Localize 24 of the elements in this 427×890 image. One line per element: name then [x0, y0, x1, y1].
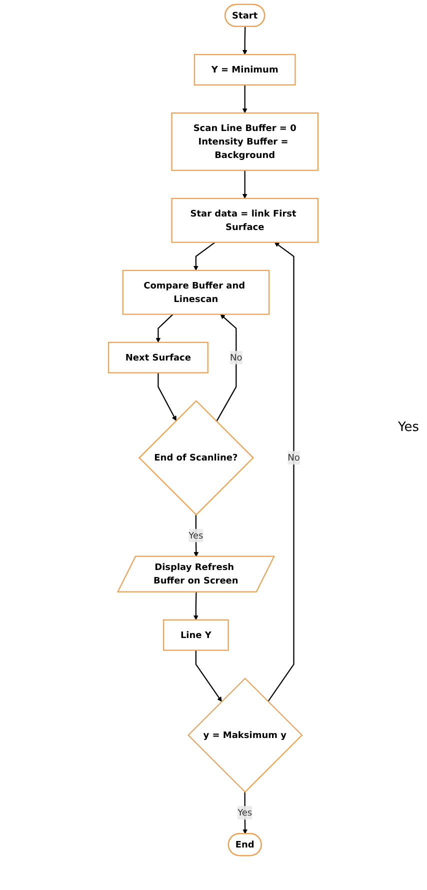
arrow [242, 170, 248, 199]
node-diamond: y = Maksimum y [188, 678, 303, 793]
edge-label: Yes [238, 807, 252, 818]
arrow [268, 242, 295, 702]
edge-label: No [288, 452, 300, 463]
node-box: Star data = link First Surface [171, 198, 319, 243]
node-box: Next Surface [108, 342, 209, 374]
arrow [242, 84, 248, 114]
arrow [216, 314, 237, 422]
node-box: Line Y [163, 619, 230, 651]
arrow [194, 242, 216, 271]
node-box: Compare Buffer and Linescan [122, 270, 270, 315]
node-diamond: End of Scanline? [138, 400, 254, 516]
edge-label: No [230, 352, 243, 363]
arrow [156, 314, 174, 343]
arrow [158, 372, 177, 421]
arrow [194, 592, 199, 620]
arrow [194, 514, 199, 557]
node-box: Y = Minimum [194, 54, 296, 86]
node-box: Scan Line Buffer = 0 Intensity Buffer = Background [171, 112, 319, 171]
arrow [196, 650, 222, 702]
edge-label: Yes [188, 530, 204, 541]
arrow [242, 26, 248, 55]
note-text: Yes [398, 420, 419, 435]
